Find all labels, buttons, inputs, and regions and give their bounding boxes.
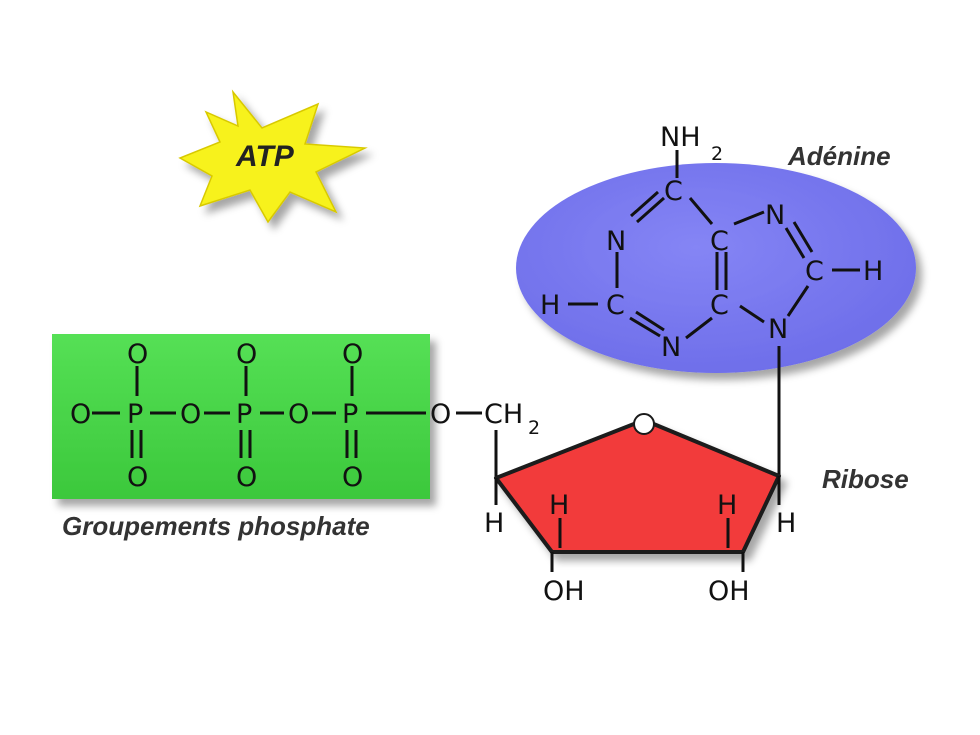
atom-o-bridge-1: O [180, 399, 201, 430]
adenine-group: NH 2 C N C N C H H C C N N [516, 122, 916, 476]
atom-o-bottom-3: O [342, 462, 363, 493]
atp-badge: ATP [178, 89, 368, 224]
atom-o-top-2: O [236, 339, 257, 370]
badge-text: ATP [235, 140, 295, 173]
atom-oh-c3: OH [543, 576, 585, 607]
label-adenine: Adénine [787, 141, 891, 171]
phosphate-group: O O O O P O P O P O O O O [52, 334, 482, 499]
atom-h-c1: H [776, 508, 796, 539]
atom-h-c4: H [484, 508, 504, 539]
atom-n3: N [661, 332, 681, 363]
atom-o-top-1: O [127, 339, 148, 370]
atom-nh: NH [660, 122, 701, 153]
ch2-group: CH 2 [484, 399, 540, 478]
atom-nh-subscript: 2 [711, 143, 723, 165]
atom-h-c3: H [549, 490, 569, 521]
atom-o-bridge-2: O [288, 399, 309, 430]
atom-n1: N [606, 226, 626, 257]
atom-n7: N [765, 200, 785, 231]
atom-p-2: P [236, 399, 252, 430]
atom-ch: CH [484, 399, 523, 430]
atom-o-bottom-1: O [127, 462, 148, 493]
atom-oh-c2: OH [708, 576, 750, 607]
atom-o-left: O [70, 399, 91, 430]
atom-ch-subscript: 2 [528, 417, 540, 439]
atom-c6: C [664, 176, 683, 207]
label-ribose: Ribose [822, 464, 909, 494]
atom-c5: C [710, 226, 729, 257]
ring-oxygen [633, 413, 655, 435]
atom-p-1: P [127, 399, 143, 430]
ribose-group: H H H H OH OH [484, 413, 796, 607]
atom-o-top-3: O [342, 339, 363, 370]
atom-o-ester: O [430, 399, 451, 430]
ribose-ring [494, 418, 781, 554]
atom-c8: C [805, 256, 824, 287]
starburst-shape [178, 89, 368, 224]
atom-c2: C [606, 290, 625, 321]
atom-o-bottom-2: O [236, 462, 257, 493]
phosphate-box [52, 334, 430, 499]
atom-h8: H [863, 256, 883, 287]
atom-h-c2: H [717, 490, 737, 521]
atom-p-3: P [342, 399, 358, 430]
atom-c4: C [710, 290, 729, 321]
atom-n9: N [768, 314, 788, 345]
atom-h2: H [540, 290, 560, 321]
label-phosphates: Groupements phosphate [62, 511, 370, 541]
